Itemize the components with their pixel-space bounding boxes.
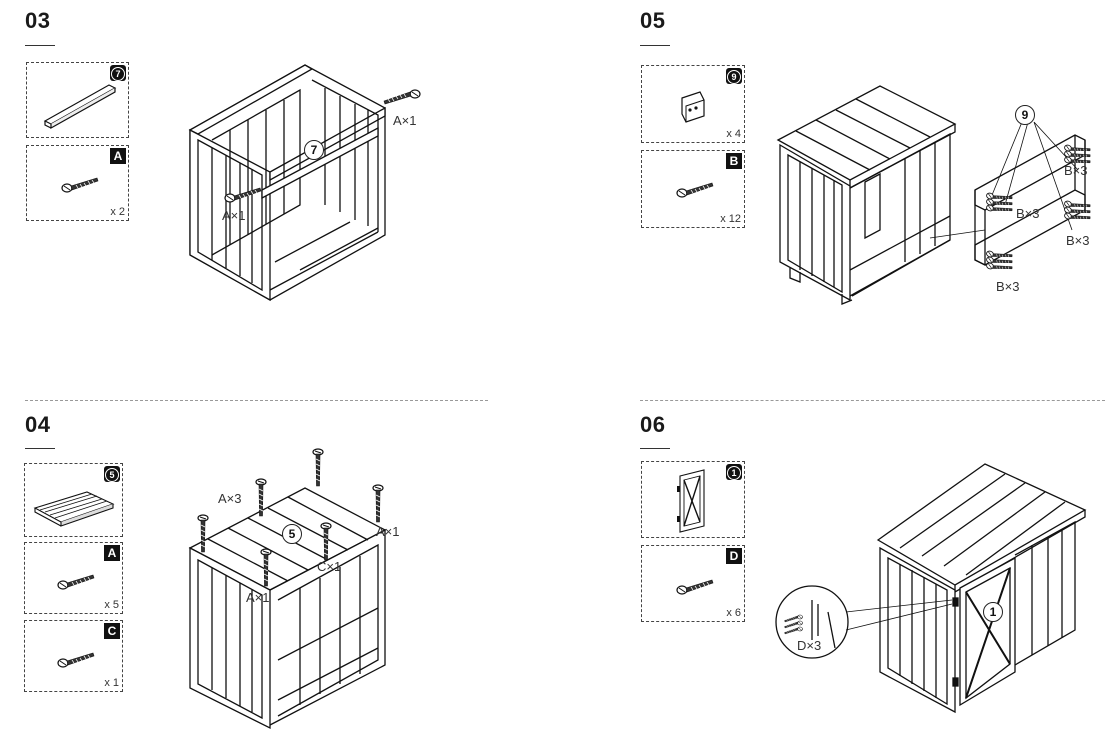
screw-label: B×3: [1064, 163, 1088, 178]
screw-label: B×3: [996, 279, 1020, 294]
callout-marker: 1: [983, 602, 1003, 622]
step-underline: [25, 45, 55, 46]
part-box-A: A x 5: [24, 542, 123, 614]
screw-label: C×1: [317, 559, 342, 574]
corner-bracket-icon: [681, 91, 705, 123]
step-underline: [640, 448, 670, 449]
part-tag: A: [104, 545, 120, 561]
part-box-C: C x 1: [24, 620, 123, 692]
part-quantity: x 12: [720, 213, 741, 225]
screw-label: A×1: [246, 590, 270, 605]
screw-label: B×3: [1066, 233, 1090, 248]
part-box-1: 1: [641, 461, 745, 538]
part-quantity: x 4: [726, 128, 741, 140]
step-number: 03: [25, 8, 51, 33]
step-number: 05: [640, 8, 666, 33]
screw-label: A×1: [376, 524, 400, 539]
part-quantity: x 2: [110, 206, 125, 218]
step-number: 04: [25, 412, 51, 437]
screw-label: D×3: [797, 638, 822, 653]
door-panel-icon: [677, 469, 705, 533]
callout-marker: 7: [304, 140, 324, 160]
part-tag: 1: [726, 464, 742, 480]
part-tag: A: [110, 148, 126, 164]
step-number: 06: [640, 412, 666, 437]
screw-label: A×1: [393, 113, 417, 128]
section-divider: [25, 400, 488, 401]
part-box-7: 7: [26, 62, 129, 138]
screw-label: B×3: [1016, 206, 1040, 221]
step-underline: [640, 45, 670, 46]
part-tag: B: [726, 153, 742, 169]
callout-marker: 9: [1015, 105, 1035, 125]
part-quantity: x 5: [104, 599, 119, 611]
callout-marker: 5: [282, 524, 302, 544]
part-box-B: B x 12: [641, 150, 745, 228]
part-tag: D: [726, 548, 742, 564]
part-tag: C: [104, 623, 120, 639]
rail-bar-icon: [43, 84, 117, 130]
part-quantity: x 1: [104, 677, 119, 689]
part-tag: 7: [110, 65, 126, 81]
section-divider: [640, 400, 1105, 401]
part-box-5: 5: [24, 463, 123, 537]
part-box-9: 9 x 4: [641, 65, 745, 143]
part-tag: 9: [726, 68, 742, 84]
step-underline: [25, 448, 55, 449]
top-panel-icon: [33, 491, 115, 527]
screw-label: A×3: [218, 491, 242, 506]
screw-label: A×1: [222, 208, 246, 223]
part-box-D: D x 6: [641, 545, 745, 622]
part-quantity: x 6: [726, 607, 741, 619]
part-tag: 5: [104, 466, 120, 482]
part-box-A: A x 2: [26, 145, 129, 221]
